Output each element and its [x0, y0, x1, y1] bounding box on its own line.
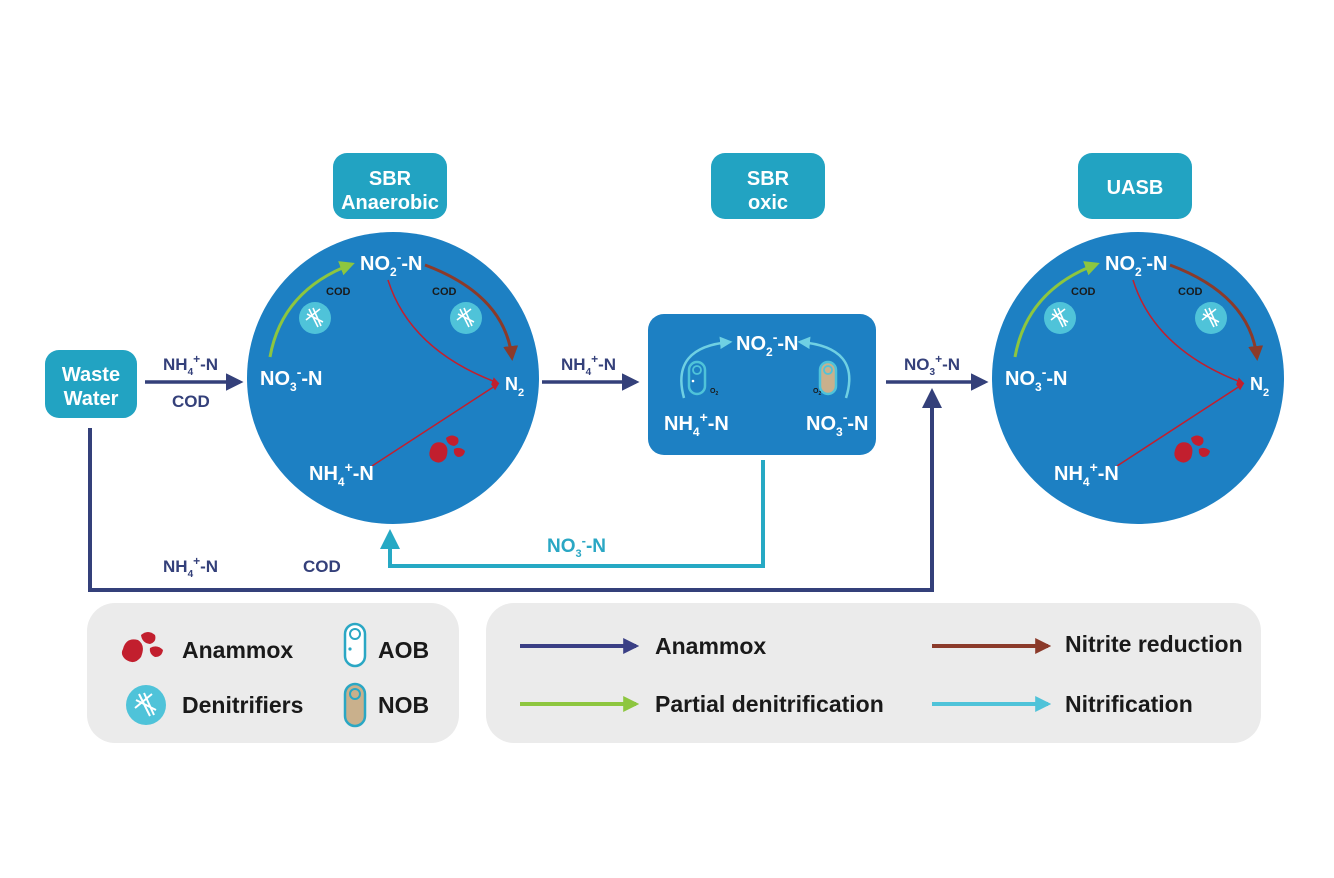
label-sbr-oxic: SBR oxic: [711, 153, 825, 219]
species-n2: N2: [505, 374, 524, 399]
denitrifier-icon: [126, 685, 166, 725]
arrow-nh4-to-no2-nitrification: [680, 336, 733, 399]
species-nh4: NH4+-N: [309, 459, 374, 489]
flow-label-nh4-inlet: NH4+-N: [163, 352, 218, 378]
waste-water-source: Waste Water: [45, 350, 137, 418]
waste-water-line1: Waste: [62, 364, 120, 386]
oxygen-label-aob: O2: [710, 388, 718, 397]
flow-label-no3-recycle: NO3--N: [547, 533, 606, 560]
oxic-species-no3: NO3--N: [806, 409, 868, 439]
label-sbr-oxic-line2: oxic: [748, 192, 788, 214]
arrow-no2-to-no3-nitrification: [797, 336, 851, 399]
oxic-species-no2: NO2--N: [736, 329, 798, 359]
uasb-species-nh4: NH4+-N: [1054, 459, 1119, 489]
aob-icon: [343, 622, 367, 668]
legend-anammox-label: Anammox: [182, 637, 293, 663]
legend-partial-denitrification-label: Partial denitrification: [655, 691, 884, 717]
anammox-icon: [1174, 435, 1210, 463]
nitrate-recycle-line: [380, 460, 765, 568]
uasb-arrow-nitrite-reduction: [1169, 263, 1264, 361]
legend-nob-label: NOB: [378, 692, 429, 718]
species-no2: NO2--N: [360, 249, 422, 279]
waste-water-line2: Water: [64, 388, 119, 410]
flow-label-cod-inlet: COD: [172, 392, 210, 411]
legend-denitrifiers-label: Denitrifiers: [182, 692, 303, 718]
species-no3: NO3--N: [260, 364, 322, 394]
nob-icon: [343, 682, 367, 728]
legend-nitrite-reduction-label: Nitrite reduction: [1065, 631, 1243, 657]
legend-processes: Anammox Nitrite reduction Partial denitr…: [486, 603, 1261, 743]
aob-icon: [687, 360, 707, 396]
denitrifier-icon: [450, 302, 482, 334]
oxygen-label-nob: O2: [813, 388, 821, 397]
label-sbr-anaerobic: SBR Anaerobic: [333, 153, 447, 219]
uasb-species-n2: N2: [1250, 374, 1269, 399]
uasb-arrow-partial-denitrification: [1013, 261, 1100, 358]
anammox-icon: [429, 435, 465, 463]
nob-icon: [818, 360, 838, 396]
label-sbr-oxic-line1: SBR: [747, 168, 790, 190]
uasb-cod-label-left: COD: [1071, 286, 1096, 298]
denitrifier-icon: [299, 302, 331, 334]
arrow-nh4-to-n2: [371, 383, 500, 467]
reactor-uasb: NO2--N NO3--N N2 NH4+-N COD COD: [992, 232, 1284, 524]
flow-label-cod-bypass: COD: [303, 557, 341, 576]
bypass-flow-line: [88, 388, 942, 592]
uasb-species-no2: NO2--N: [1105, 249, 1167, 279]
reactor-sbr-oxic: NO2--N NH4+-N NO3--N O2 O2: [648, 314, 876, 455]
cod-label-right: COD: [432, 286, 457, 298]
denitrifier-icon: [1044, 302, 1076, 334]
label-uasb-text: UASB: [1107, 177, 1164, 199]
arrow-no2-to-n2: [387, 279, 500, 385]
oxic-species-nh4: NH4+-N: [664, 409, 729, 439]
uasb-arrow-no2-to-n2: [1132, 279, 1245, 385]
label-sbr-anaerobic-line2: Anaerobic: [341, 192, 439, 214]
arrow-partial-denitrification: [268, 261, 355, 358]
flow-label-no3-to-uasb: NO3+-N: [904, 352, 960, 378]
uasb-arrow-nh4-to-n2: [1116, 383, 1245, 467]
uasb-cod-label-right: COD: [1178, 286, 1203, 298]
anammox-icon: [121, 632, 163, 663]
legend-organisms: Anammox AOB Denitrifiers NOB: [87, 603, 459, 743]
arrow-nitrite-reduction: [424, 263, 519, 361]
flow-label-nh4-to-oxic: NH4+-N: [561, 352, 616, 378]
label-sbr-anaerobic-line1: SBR: [369, 168, 412, 190]
flow-label-nh4-bypass: NH4+-N: [163, 554, 218, 580]
legend-process-anammox-label: Anammox: [655, 633, 766, 659]
legend-aob-label: AOB: [378, 637, 429, 663]
legend-nitrification-label: Nitrification: [1065, 691, 1193, 717]
label-uasb: UASB: [1078, 153, 1192, 219]
denitrifier-icon: [1195, 302, 1227, 334]
cod-label-left: COD: [326, 286, 351, 298]
reactor-sbr-anaerobic: NO2--N NO3--N N2 NH4+-N COD COD: [247, 232, 539, 524]
uasb-species-no3: NO3--N: [1005, 364, 1067, 394]
